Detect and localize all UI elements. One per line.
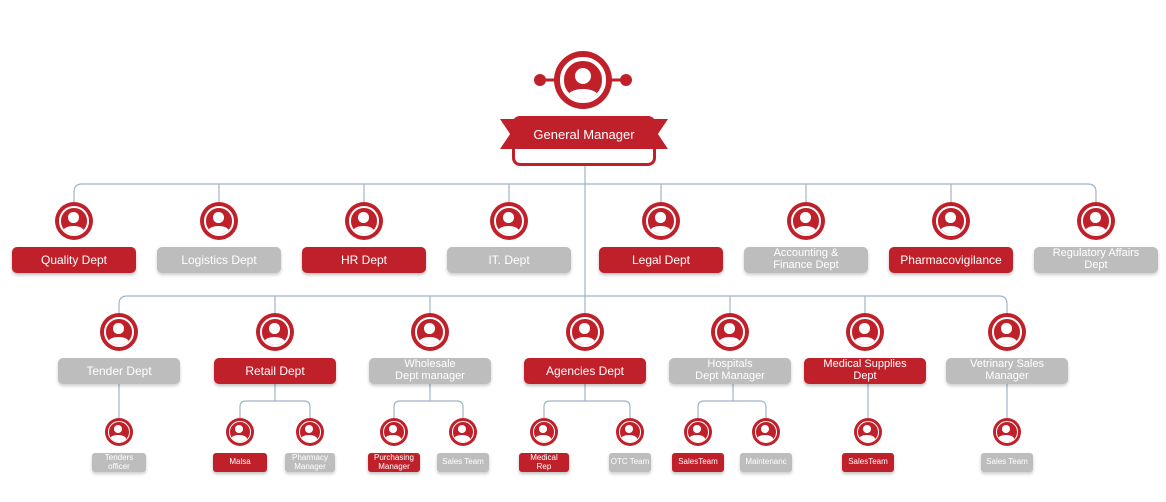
team-box: Tenders officer: [92, 453, 146, 472]
team-box: SalesTeam: [842, 453, 894, 472]
person-icon: [1077, 202, 1115, 240]
person-icon: [100, 313, 138, 351]
dept-box-row2: Hospitals Dept Manager: [669, 358, 791, 384]
connector-dot: [620, 74, 632, 86]
dept-box-row1: Legal Dept: [599, 247, 723, 273]
dept-box-row1: Quality Dept: [12, 247, 136, 273]
dept-box-row2: Tender Dept: [58, 358, 180, 384]
connector-line: [303, 400, 311, 418]
team-box: Pharmacy Manager: [285, 453, 335, 472]
team-box: SalesTeam: [672, 453, 724, 472]
person-icon: [296, 418, 324, 446]
dept-box-row2: Vetrinary Sales Manager: [946, 358, 1068, 384]
team-box: Sales Team: [437, 453, 489, 472]
dept-box-row1: IT. Dept: [447, 247, 571, 273]
team-box: Sales Team: [981, 453, 1033, 472]
person-icon: [752, 418, 780, 446]
person-icon: [345, 202, 383, 240]
dept-box-row1: HR Dept: [302, 247, 426, 273]
person-icon: [226, 418, 254, 446]
person-icon: [854, 418, 882, 446]
person-icon: [449, 418, 477, 446]
person-icon: [787, 202, 825, 240]
gm-title: General Manager: [500, 119, 668, 149]
person-icon: [988, 313, 1026, 351]
connector-line: [623, 400, 631, 418]
dept-box-row1: Pharmacovigilance: [889, 247, 1013, 273]
connector-line: [697, 400, 705, 418]
person-icon: [642, 202, 680, 240]
person-icon: [993, 418, 1021, 446]
person-icon: [105, 418, 133, 446]
connector-line: [456, 400, 464, 418]
team-box: Malsa: [213, 453, 267, 472]
connector-line: [239, 400, 247, 418]
connector-line: [1087, 183, 1097, 203]
team-box: Purchasing Manager: [368, 453, 420, 472]
person-icon: [616, 418, 644, 446]
person-icon: [380, 418, 408, 446]
dept-box-row2: Medical Supplies Dept: [804, 358, 926, 384]
team-box: OTC Team: [609, 453, 651, 472]
connector-line: [393, 400, 401, 418]
dept-box-row1: Accounting & Finance Dept: [744, 247, 868, 273]
person-icon: [256, 313, 294, 351]
connector-line: [759, 400, 767, 418]
dept-box-row1: Regulatory Affairs Dept: [1034, 247, 1158, 273]
team-box: Maintenanc: [740, 453, 792, 472]
connector-line: [73, 183, 83, 203]
person-icon: [490, 202, 528, 240]
person-icon: [411, 313, 449, 351]
dept-box-row2: Wholesale Dept manager: [369, 358, 491, 384]
dept-box-row2: Agencies Dept: [524, 358, 646, 384]
team-box: Medical Rep: [519, 453, 569, 472]
connector-line: [998, 295, 1008, 314]
person-icon: [846, 313, 884, 351]
person-icon: [711, 313, 749, 351]
person-icon: [554, 51, 612, 109]
person-icon: [530, 418, 558, 446]
person-icon: [932, 202, 970, 240]
person-icon: [684, 418, 712, 446]
person-icon: [55, 202, 93, 240]
connector-line: [543, 400, 551, 418]
connector-dot: [534, 74, 546, 86]
person-icon: [566, 313, 604, 351]
dept-box-row2: Retail Dept: [214, 358, 336, 384]
person-icon: [200, 202, 238, 240]
dept-box-row1: Logistics Dept: [157, 247, 281, 273]
connector-line: [118, 295, 128, 314]
